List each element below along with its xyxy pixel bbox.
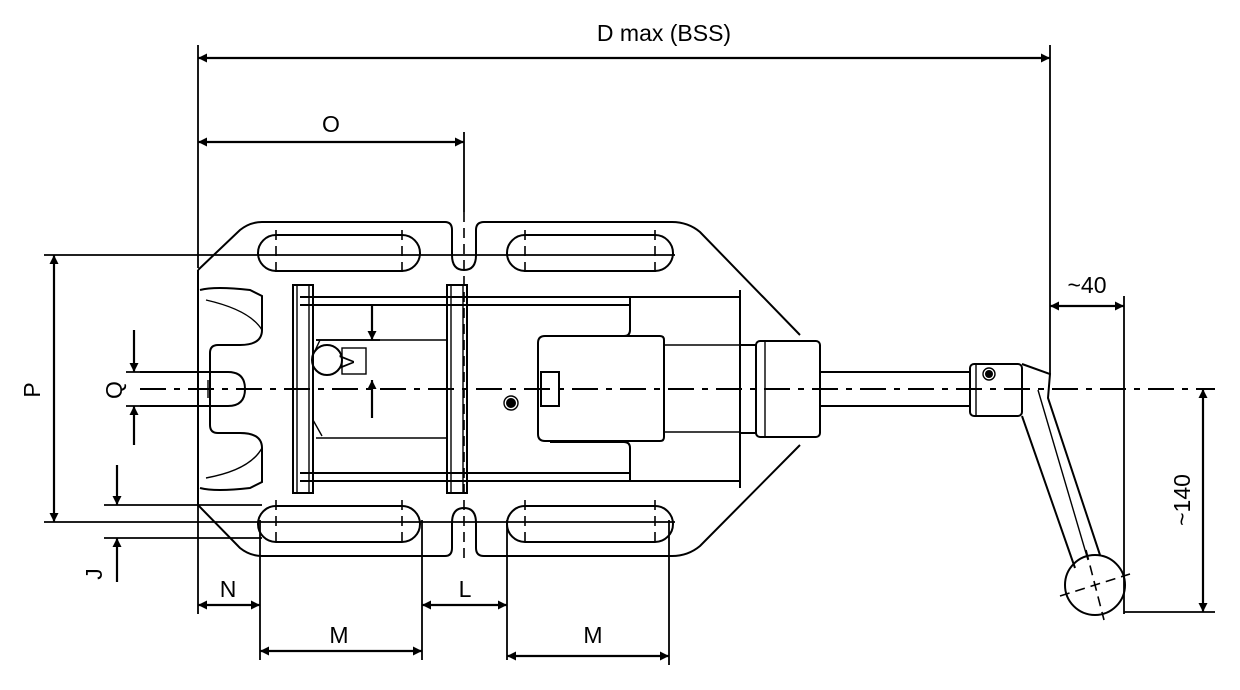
label-o: O xyxy=(322,111,340,137)
dimension-handle-offset xyxy=(1050,296,1125,614)
dimension-v xyxy=(316,305,380,418)
clamp-slot xyxy=(140,371,247,407)
dimension-p xyxy=(44,254,675,523)
label-n: N xyxy=(220,576,237,602)
dimension-n xyxy=(197,505,261,660)
label-l: L xyxy=(459,576,472,602)
label-handle-length: ~140 xyxy=(1169,474,1195,526)
label-p: P xyxy=(19,382,45,397)
dimension-d-max xyxy=(197,45,1051,374)
label-m-left: M xyxy=(329,622,348,648)
dimension-o xyxy=(198,132,465,212)
spindle-shaft xyxy=(820,371,970,407)
label-m-right: M xyxy=(583,622,602,648)
label-q: Q xyxy=(101,381,127,399)
dimension-m-right xyxy=(507,520,670,665)
mounting-slot-bottom-left xyxy=(257,500,421,548)
spindle-block xyxy=(503,335,740,442)
dimension-q xyxy=(126,330,145,445)
mounting-slot-top-left xyxy=(257,230,421,276)
crank-handle xyxy=(1021,363,1131,621)
mounting-slot-top-right xyxy=(506,230,674,276)
label-v: V xyxy=(336,355,359,369)
label-handle-offset: ~40 xyxy=(1067,272,1106,298)
label-j: J xyxy=(81,568,107,580)
dimension-j xyxy=(104,465,262,582)
label-d-max: D max (BSS) xyxy=(597,20,731,46)
dimension-l xyxy=(421,520,508,660)
mounting-slot-bottom-right xyxy=(506,500,674,548)
dimension-handle-length xyxy=(1124,389,1215,613)
